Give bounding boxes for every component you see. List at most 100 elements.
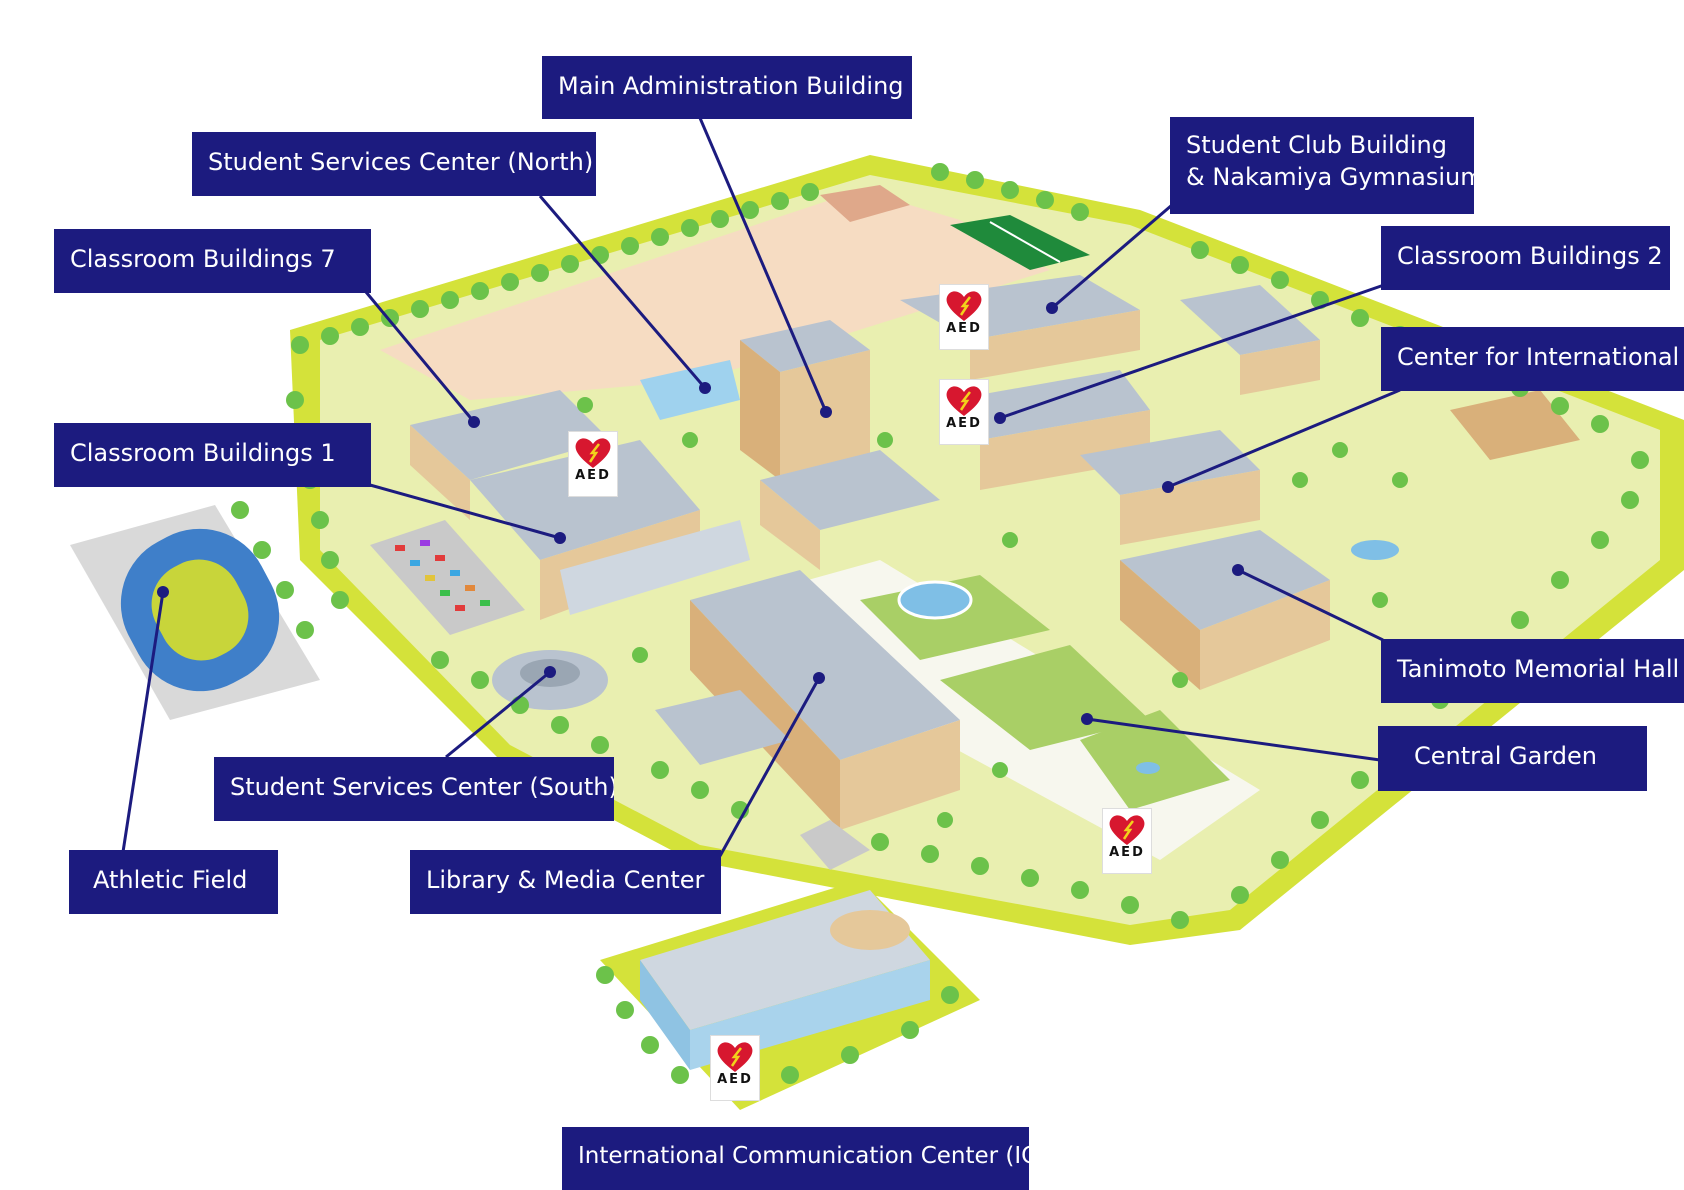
- label-central-garden[interactable]: Central Garden: [1378, 726, 1647, 791]
- leader-main-admin: [698, 117, 828, 413]
- aed-heart-icon: [575, 438, 611, 468]
- label-library-media-center[interactable]: Library & Media Center: [410, 850, 721, 914]
- label-athletic-field[interactable]: Athletic Field: [69, 850, 278, 914]
- label-classroom-buildings-1[interactable]: Classroom Buildings 1: [54, 423, 371, 487]
- leader-tanimoto: [1237, 568, 1384, 642]
- tanimoto-hall-wall: [1200, 580, 1330, 690]
- classroom-1-annex: [560, 520, 750, 615]
- library-wall: [840, 720, 960, 830]
- classroom-7-wall: [410, 425, 470, 520]
- icc-bridge: [800, 820, 870, 870]
- leader-ssc-south: [445, 670, 551, 759]
- dot-ssc-south: [544, 666, 556, 678]
- aed-marker-classroom-2[interactable]: AED: [939, 379, 989, 445]
- label-text: Library & Media Center: [426, 866, 705, 894]
- label-text-line-2: & Nakamiya Gymnasium: [1186, 163, 1474, 192]
- aed-text: AED: [946, 416, 982, 431]
- leader-library: [718, 677, 821, 857]
- leader-lines: [121, 117, 1401, 857]
- east-pond: [1351, 540, 1399, 560]
- central-garden-lawn-2: [940, 645, 1150, 750]
- icc-dome: [830, 910, 910, 950]
- aed-heart-icon: [717, 1042, 753, 1072]
- north-field-dirt: [820, 185, 910, 222]
- admin-wing-wall: [760, 480, 820, 570]
- dot-classroom1: [554, 532, 566, 544]
- library-roof: [690, 570, 960, 760]
- dot-main-admin: [820, 406, 832, 418]
- aed-heart-icon: [1109, 815, 1145, 845]
- label-center-for-international-education[interactable]: Center for International Educ: [1381, 327, 1684, 391]
- leader-classroom1: [369, 483, 561, 540]
- ssc-north-glass: [640, 360, 740, 420]
- dot-tanimoto: [1232, 564, 1244, 576]
- label-main-administration-building[interactable]: Main Administration Building: [542, 56, 912, 119]
- aed-text: AED: [1109, 845, 1145, 860]
- label-tanimoto-memorial-hall[interactable]: Tanimoto Memorial Hall: [1381, 639, 1684, 703]
- tanimoto-hall-front: [1120, 560, 1200, 690]
- dot-athletic: [157, 586, 169, 598]
- east-building-wall: [1240, 340, 1320, 395]
- aed-marker-icc[interactable]: AED: [710, 1035, 760, 1101]
- aed-marker-student-club[interactable]: AED: [939, 284, 989, 350]
- label-text-line-1: Student Club Building: [1186, 131, 1447, 159]
- athletic-infield: [151, 559, 249, 661]
- tennis-courts: [950, 215, 1090, 270]
- label-student-club-building[interactable]: Student Club Building & Nakamiya Gymnasi…: [1170, 117, 1474, 214]
- label-text: Tanimoto Memorial Hall: [1397, 655, 1680, 683]
- central-fountain: [897, 580, 973, 620]
- label-text: Classroom Buildings 1: [70, 439, 336, 467]
- label-student-services-center-north[interactable]: Student Services Center (North): [192, 132, 596, 196]
- label-text: Athletic Field: [93, 866, 248, 894]
- label-text: Main Administration Building: [558, 72, 904, 100]
- leader-central-garden: [1086, 717, 1381, 762]
- label-text: Student Services Center (South): [230, 773, 614, 801]
- label-international-communication-center[interactable]: International Communication Center (ICC): [562, 1127, 1029, 1190]
- leader-classroom7: [364, 291, 476, 423]
- aed-text: AED: [946, 321, 982, 336]
- east-building-roof: [1180, 285, 1320, 355]
- leader-athletic: [121, 591, 165, 853]
- parked-cars: [395, 540, 490, 611]
- aed-heart-icon: [946, 291, 982, 321]
- cie-roof: [1080, 430, 1260, 495]
- aed-heart-icon: [946, 386, 982, 416]
- dot-cie: [1162, 481, 1174, 493]
- main-admin-tower-front: [740, 340, 780, 480]
- library-annex: [655, 690, 790, 765]
- far-east-building: [1450, 390, 1580, 460]
- leader-dots: [157, 302, 1244, 725]
- main-admin-tower-roof: [740, 320, 870, 372]
- label-classroom-buildings-2[interactable]: Classroom Buildings 2: [1381, 226, 1670, 290]
- leader-classroom2: [999, 283, 1385, 420]
- label-student-services-center-south[interactable]: Student Services Center (South): [214, 757, 614, 821]
- dot-central-garden: [1081, 713, 1093, 725]
- dot-ssc-north: [699, 382, 711, 394]
- label-text: Student Services Center (North): [208, 148, 594, 176]
- label-text: Classroom Buildings 7: [70, 245, 336, 273]
- small-fountain: [1136, 762, 1160, 774]
- classroom-7-roof: [410, 390, 610, 480]
- label-text: International Communication Center (ICC): [578, 1143, 1029, 1169]
- parking-lot: [370, 520, 525, 635]
- label-text: Central Garden: [1414, 742, 1597, 770]
- dot-library: [813, 672, 825, 684]
- student-club-wall: [970, 310, 1140, 380]
- cie-wall: [1120, 470, 1260, 545]
- leader-student-club: [1051, 203, 1173, 310]
- classroom-2-wall: [980, 410, 1150, 490]
- aed-text: AED: [575, 468, 611, 483]
- leader-ssc-north: [538, 195, 707, 389]
- label-text: Center for International Educ: [1397, 343, 1684, 371]
- icc-front: [640, 960, 690, 1070]
- dot-classroom2: [994, 412, 1006, 424]
- dot-classroom7: [468, 416, 480, 428]
- aed-marker-central-garden[interactable]: AED: [1102, 808, 1152, 874]
- label-text: Classroom Buildings 2: [1397, 242, 1663, 270]
- aed-marker-classroom-1[interactable]: AED: [568, 431, 618, 497]
- dot-student-club: [1046, 302, 1058, 314]
- admin-wing-roof: [760, 450, 940, 530]
- label-classroom-buildings-7[interactable]: Classroom Buildings 7: [54, 229, 371, 293]
- leader-cie: [1167, 388, 1401, 489]
- central-garden-lawn-3: [1080, 710, 1230, 810]
